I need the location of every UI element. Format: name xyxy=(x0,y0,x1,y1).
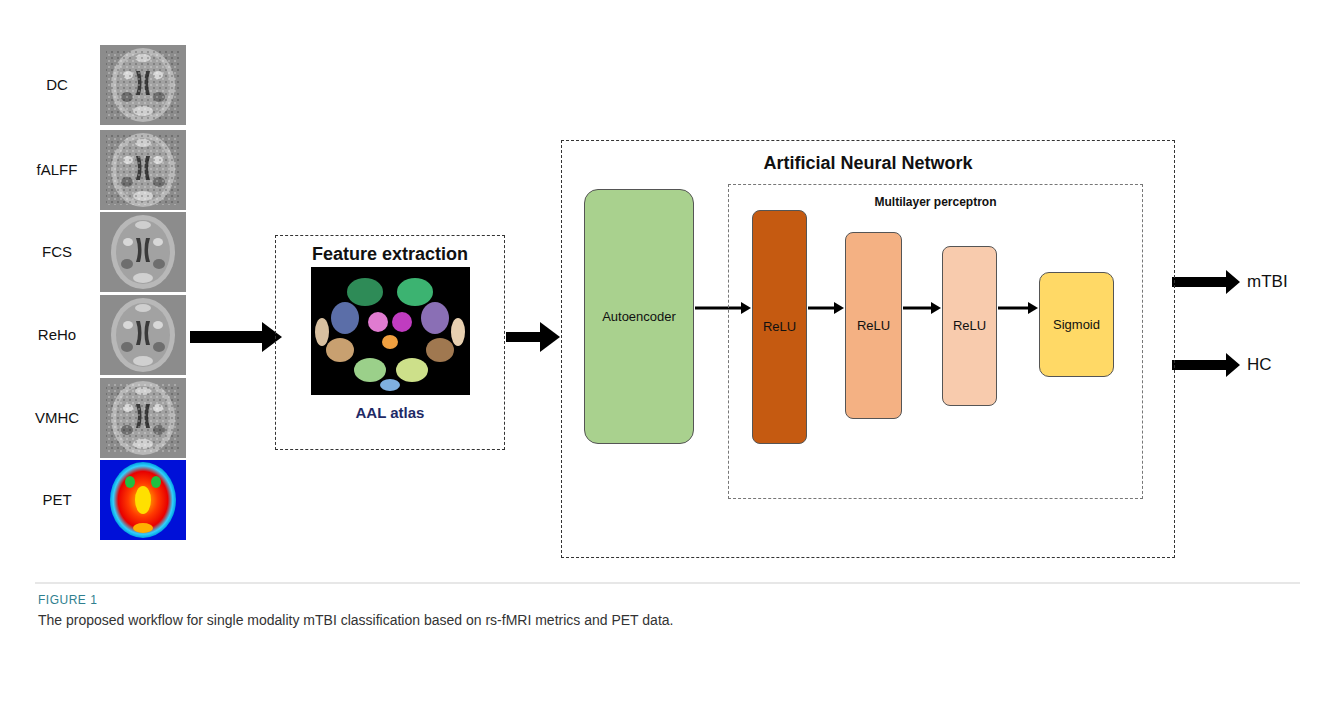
modality-images xyxy=(100,45,186,540)
relu-layer: ReLU xyxy=(845,232,902,419)
flow-arrow xyxy=(695,302,751,314)
relu-layer: ReLU xyxy=(752,210,807,444)
flow-arrow xyxy=(808,302,844,314)
node-title: Sigmoid xyxy=(1053,317,1100,333)
node-title: ReLU xyxy=(763,319,796,335)
relu-layer: ReLU xyxy=(942,246,997,406)
aal-atlas-image xyxy=(311,267,470,395)
fcs-map xyxy=(100,212,186,292)
figure-number: FIGURE 1 xyxy=(38,593,97,607)
feature-extraction-box: Feature extractionAAL atlas xyxy=(275,235,505,450)
modality-label: ReHo xyxy=(18,326,96,343)
figure-caption: The proposed workflow for single modalit… xyxy=(38,612,673,628)
flow-arrow xyxy=(903,302,941,314)
modality-label: FCS xyxy=(18,243,96,260)
node-title: Autoencoder xyxy=(602,309,676,325)
input-arrow xyxy=(190,322,282,352)
reho-map xyxy=(100,295,186,375)
dc-map xyxy=(100,45,186,125)
texture xyxy=(106,135,180,205)
output-arrows xyxy=(1172,270,1240,377)
falff-map xyxy=(100,130,186,210)
autoencoder-box: Autoencoder xyxy=(584,189,694,444)
node-title: Multilayer perceptron xyxy=(729,195,1142,209)
modality-label: PET xyxy=(18,491,96,508)
ann-box: Artificial Neural NetworkAutoencoder Mult… xyxy=(561,140,1175,558)
class-label: HC xyxy=(1247,355,1272,375)
node-title: Artificial Neural Network xyxy=(562,153,1174,175)
flow-arrow xyxy=(998,302,1038,314)
flow-arrow xyxy=(506,322,560,352)
caption-rule xyxy=(35,583,1300,584)
node-title: ReLU xyxy=(953,318,986,334)
sigmoid-layer: Sigmoid xyxy=(1039,272,1114,377)
node-title: Feature extraction xyxy=(276,244,504,266)
node-subtitle: AAL atlas xyxy=(276,404,504,422)
modality-label: fALFF xyxy=(18,161,96,178)
modality-label: VMHC xyxy=(18,409,96,426)
mlp-box: Multilayer perceptronReLU ReLU ReLU Sigmoid xyxy=(728,184,1143,499)
pet-map xyxy=(100,460,186,540)
texture xyxy=(106,50,180,120)
node-title: ReLU xyxy=(857,318,890,334)
texture xyxy=(106,383,180,453)
modality-label: DC xyxy=(18,76,96,93)
class-label: mTBI xyxy=(1247,272,1288,292)
vmhc-map xyxy=(100,378,186,458)
